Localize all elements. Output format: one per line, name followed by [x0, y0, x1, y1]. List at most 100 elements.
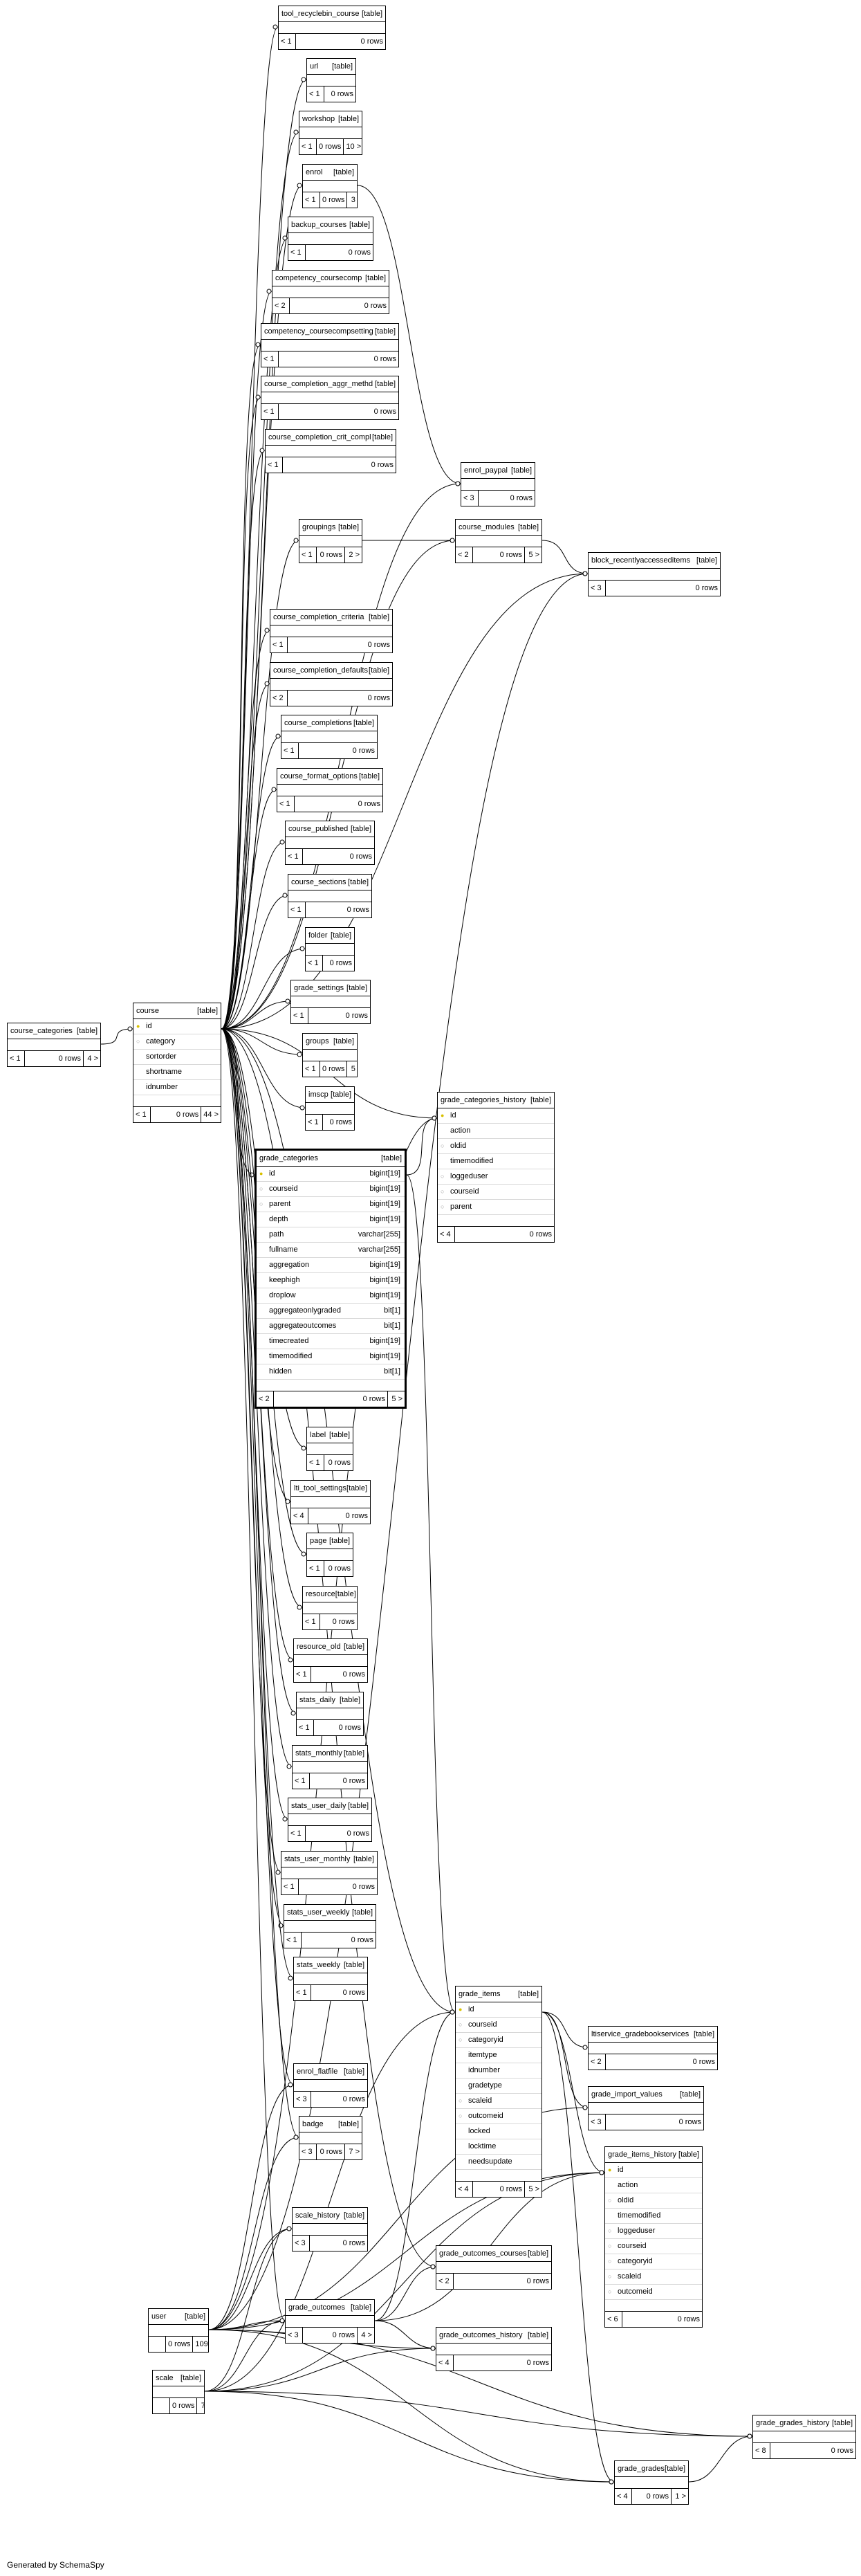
column-row[interactable]: ○scaleid: [605, 2269, 702, 2285]
column-row[interactable]: ○categoryid: [456, 2033, 541, 2048]
column-row[interactable]: ●id: [456, 2002, 541, 2018]
column-row[interactable]: sortorder: [133, 1050, 221, 1065]
column-row[interactable]: ○categoryid: [605, 2254, 702, 2269]
column-row[interactable]: ○oldid: [438, 1139, 554, 1154]
column-row[interactable]: ○scaleid: [456, 2094, 541, 2109]
column-row[interactable]: shortname: [133, 1065, 221, 1080]
column-row[interactable]: itemtype: [456, 2048, 541, 2063]
column-row[interactable]: needsupdate: [456, 2155, 541, 2170]
row-count: 0 rows: [58, 1054, 81, 1063]
column-row[interactable]: timemodified: [438, 1154, 554, 1169]
column-row[interactable]: locked: [456, 2124, 541, 2139]
column-row[interactable]: ○oldid: [605, 2193, 702, 2209]
column-row[interactable]: action: [605, 2178, 702, 2193]
column-row[interactable]: ○outcomeid: [456, 2109, 541, 2124]
table-grade-items[interactable]: grade_items[table]●id○courseid○categoryi…: [455, 1986, 542, 2198]
column-row[interactable]: locktime: [456, 2139, 541, 2155]
column-row[interactable]: ○courseid: [605, 2239, 702, 2254]
column-row[interactable]: ○courseid: [438, 1185, 554, 1200]
column-row[interactable]: gradetype: [456, 2079, 541, 2094]
column-row[interactable]: ●id: [438, 1108, 554, 1124]
column-row[interactable]: action: [438, 1124, 554, 1139]
column-row[interactable]: idnumber: [133, 1080, 221, 1095]
column-row[interactable]: ●id: [133, 1019, 221, 1034]
column-row[interactable]: ○courseid: [456, 2018, 541, 2033]
column-row[interactable]: ○loggeduser: [438, 1169, 554, 1185]
column-row[interactable]: ○loggeduser: [605, 2224, 702, 2239]
column-row[interactable]: ○category: [133, 1034, 221, 1050]
column-row[interactable]: ○parent: [438, 1200, 554, 1215]
column-row[interactable]: idnumber: [456, 2063, 541, 2079]
column-row[interactable]: ●id: [605, 2163, 702, 2178]
column-row[interactable]: ○outcomeid: [605, 2285, 702, 2300]
column-name: keephigh: [269, 1276, 300, 1284]
column-row[interactable]: timemodified: [605, 2209, 702, 2224]
